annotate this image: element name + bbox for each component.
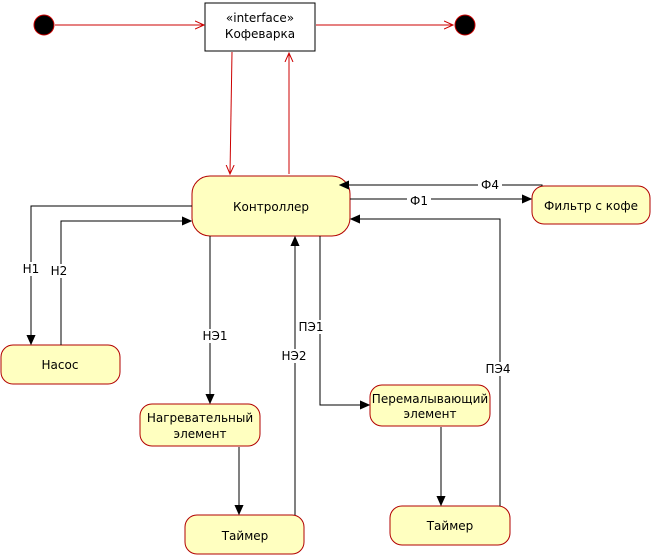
edge-label-f1: Ф1	[410, 194, 428, 208]
state-controller-label: Контроллер	[233, 200, 309, 214]
state-heating-element-line1: Нагревательный	[147, 411, 253, 425]
edge-label-f4: Ф4	[481, 178, 499, 192]
state-pump: Насос	[0, 344, 121, 385]
edge-label-pe4: ПЭ4	[485, 362, 510, 376]
edge-controller-to-grinder	[319, 236, 369, 405]
state-timer-left: Таймер	[184, 514, 305, 555]
state-heating-element: Нагревательный элемент	[139, 403, 261, 447]
state-controller: Контроллер	[191, 175, 351, 237]
edge-controller-to-pump	[31, 205, 192, 344]
edge-interface-to-controller	[230, 51, 232, 174]
edge-label-ne2: НЭ2	[281, 349, 306, 363]
edge-pump-to-controller	[60, 221, 191, 345]
edge-timer-right-to-controller	[351, 219, 501, 506]
interface-coffee-maker: «interface» Кофеварка	[204, 2, 316, 52]
edge-label-ne1: НЭ1	[202, 329, 227, 343]
state-timer-right: Таймер	[389, 505, 511, 546]
interface-stereotype: «interface»	[226, 11, 294, 25]
initial-node	[33, 14, 55, 36]
state-grinding-element-line2: элемент	[404, 407, 457, 421]
interface-name: Кофеварка	[225, 27, 295, 41]
state-pump-label: Насос	[42, 358, 79, 372]
state-grinding-element-line1: Перемалывающий	[372, 392, 488, 406]
state-coffee-filter-label: Фильтр с кофе	[544, 199, 638, 213]
state-coffee-filter: Фильтр с кофе	[531, 185, 651, 225]
edge-label-pe1: ПЭ1	[298, 320, 323, 334]
edge-label-h2: Н2	[51, 264, 68, 278]
state-timer-right-label: Таймер	[426, 519, 474, 533]
state-timer-left-label: Таймер	[221, 529, 269, 543]
state-grinding-element: Перемалывающий элемент	[369, 384, 491, 427]
edge-label-h1: Н1	[23, 262, 40, 276]
final-node	[454, 14, 476, 36]
state-heating-element-line2: элемент	[174, 427, 227, 441]
edge-filter-to-controller	[340, 185, 543, 186]
